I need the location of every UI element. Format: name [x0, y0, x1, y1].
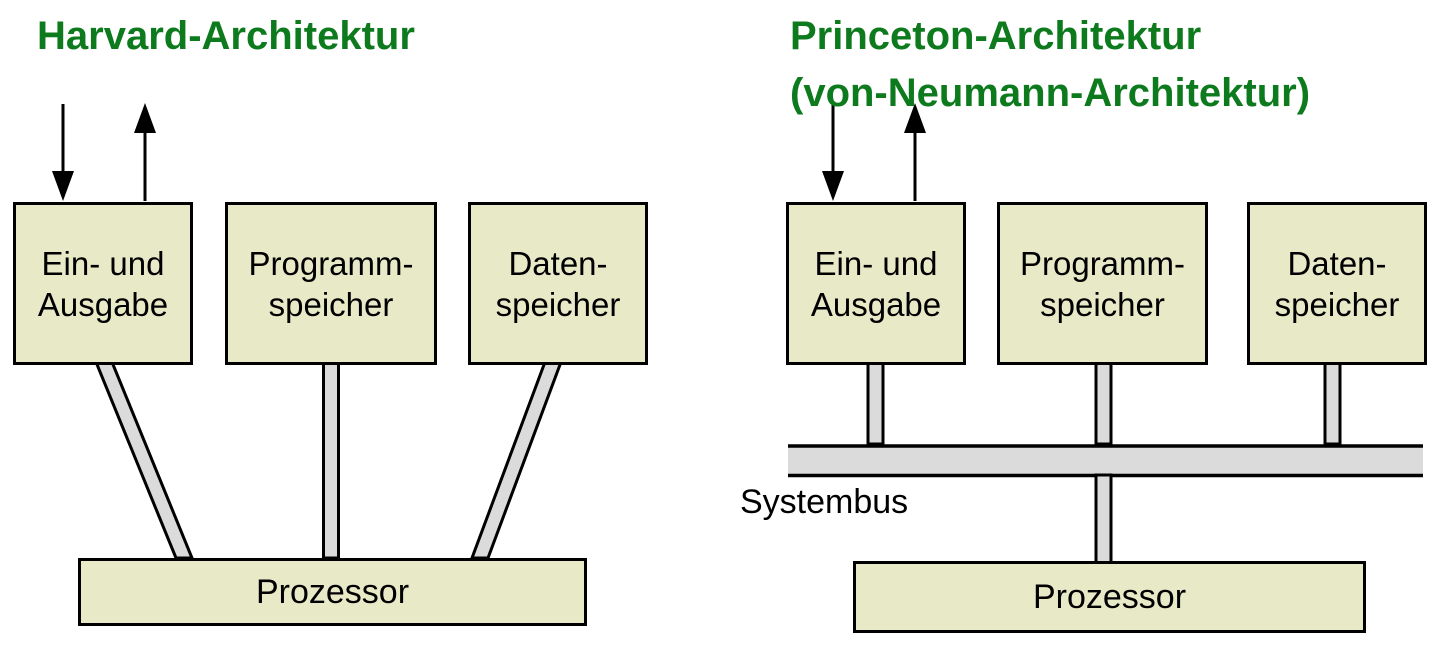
box-label-line: Ausgabe [37, 285, 169, 323]
princeton-title-line2: (von-Neumann-Architektur) [790, 71, 1311, 115]
harvard-io-link [93, 360, 195, 560]
harvard-io-box: Ein- und Ausgabe [13, 202, 193, 365]
box-label-line: speicher [268, 285, 394, 323]
princeton-data-drop [1323, 360, 1342, 446]
box-label-line: Ausgabe [810, 285, 942, 323]
box-label-line: Programm- [248, 244, 414, 282]
harvard-data-memory-box: Daten- speicher [468, 202, 648, 365]
processor-label: Prozessor [1032, 577, 1187, 616]
princeton-title-line1: Princeton-Architektur [790, 14, 1202, 58]
box-label-line: Ein- und [814, 244, 938, 282]
princeton-data-memory-box: Daten- speicher [1247, 202, 1427, 365]
box-label-line: Daten- [508, 244, 608, 282]
princeton-processor-box: Prozessor [853, 561, 1366, 633]
box-label-line: speicher [495, 285, 621, 323]
input-arrow-icon [822, 104, 844, 201]
princeton-io-drop [866, 360, 885, 446]
princeton-title: Princeton-Architektur (von-Neumann-Archi… [790, 8, 1310, 122]
princeton-io-box: Ein- und Ausgabe [786, 202, 966, 365]
input-arrow-icon [52, 104, 74, 201]
princeton-processor-drop [1094, 473, 1113, 565]
box-label-line: Ein- und [41, 244, 165, 282]
box-label-line: speicher [1040, 285, 1165, 323]
harvard-program-link [322, 360, 340, 560]
system-bus-label: Systembus [740, 483, 909, 521]
box-label-line: Daten- [1287, 244, 1387, 282]
harvard-title: Harvard-Architektur [37, 14, 415, 58]
box-label-line: Programm- [1019, 244, 1186, 282]
system-bus-bar [788, 444, 1423, 478]
box-label-line: speicher [1274, 285, 1400, 323]
harvard-data-link [469, 360, 564, 560]
processor-label: Prozessor [255, 572, 410, 611]
harvard-program-memory-box: Programm- speicher [225, 202, 437, 365]
princeton-program-drop [1094, 360, 1113, 446]
princeton-program-memory-box: Programm- speicher [997, 202, 1208, 365]
output-arrow-icon [134, 103, 156, 201]
harvard-processor-box: Prozessor [78, 558, 587, 626]
output-arrow-icon [904, 103, 926, 201]
